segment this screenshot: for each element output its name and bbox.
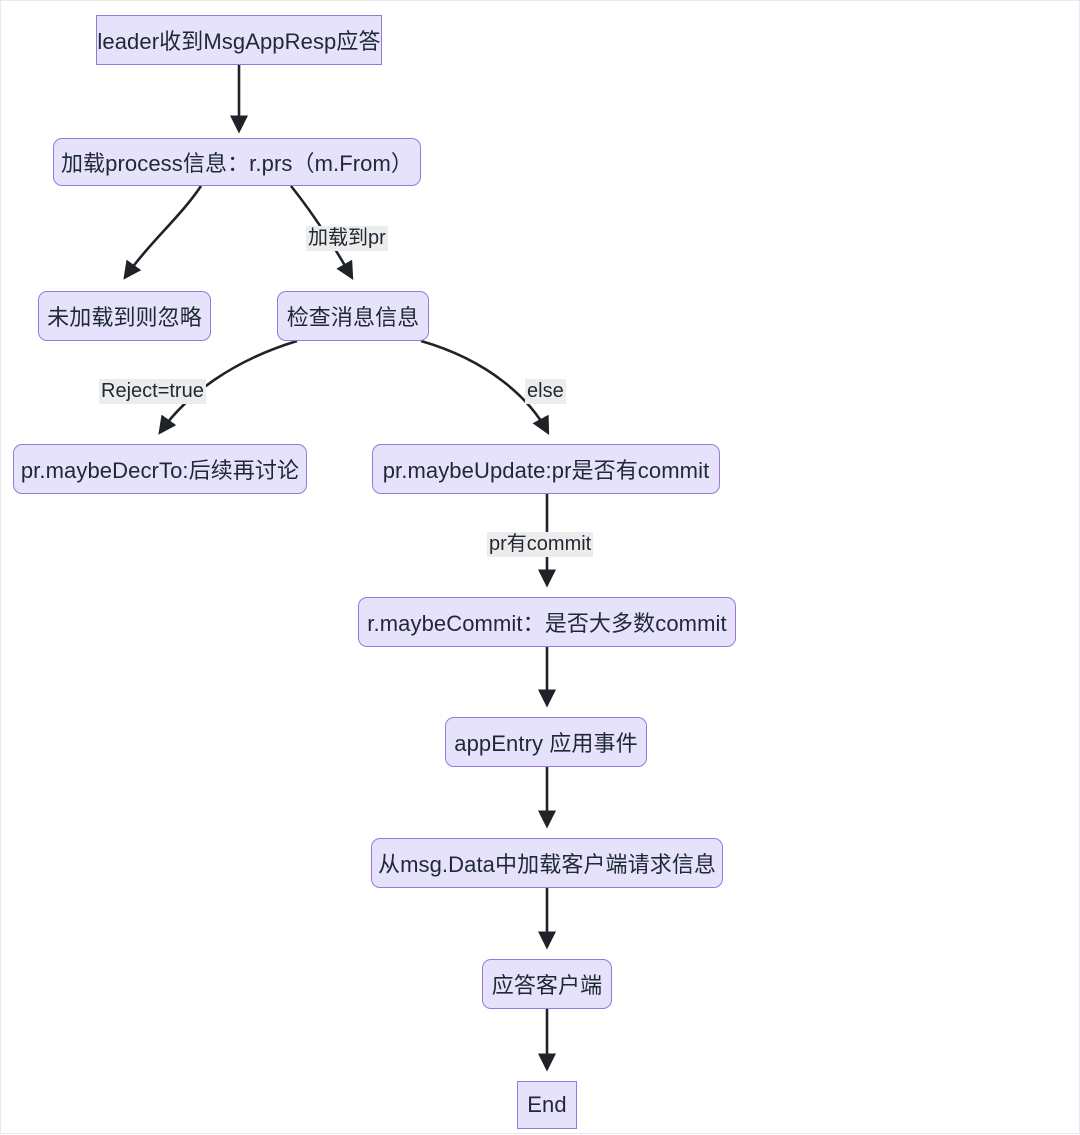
node-label: appEntry 应用事件: [454, 731, 638, 756]
edge-label-n4-to-n5: Reject=true: [99, 379, 206, 404]
node-label: 未加载到则忽略: [47, 305, 202, 330]
flowchart-node-n4[interactable]: 检查消息信息: [277, 291, 429, 341]
node-label: 检查消息信息: [286, 305, 420, 330]
node-label: pr.maybeUpdate:pr是否有commit: [382, 458, 710, 483]
node-label: End: [527, 1092, 567, 1117]
flowchart-node-n1[interactable]: leader收到MsgAppResp应答: [96, 15, 382, 65]
edge-label-n6-to-n7: pr有commit: [487, 532, 594, 557]
flowchart-node-n11[interactable]: End: [517, 1081, 577, 1129]
edge-path-group: [123, 65, 557, 1072]
flowchart-node-n7[interactable]: r.maybeCommit：是否大多数commit: [358, 597, 736, 647]
node-label: pr.maybeDecrTo:后续再讨论: [20, 458, 300, 483]
node-label: r.maybeCommit：是否大多数commit: [367, 611, 727, 636]
flowchart-node-n9[interactable]: 从msg.Data中加载客户端请求信息: [371, 838, 723, 888]
flowchart-node-n10[interactable]: 应答客户端: [482, 959, 612, 1009]
node-label: 加载process信息：r.prs（m.From）: [60, 151, 414, 176]
edge-label-n4-to-n6: else: [525, 379, 566, 404]
node-label: leader收到MsgAppResp应答: [97, 29, 381, 54]
edge-n2-to-n3: [123, 185, 203, 280]
node-label: 从msg.Data中加载客户端请求信息: [377, 852, 717, 877]
flowchart-node-n8[interactable]: appEntry 应用事件: [445, 717, 647, 767]
flowchart-node-n6[interactable]: pr.maybeUpdate:pr是否有commit: [372, 444, 720, 494]
flowchart-node-n5[interactable]: pr.maybeDecrTo:后续再讨论: [13, 444, 307, 494]
flowchart-node-n2[interactable]: 加载process信息：r.prs（m.From）: [53, 138, 421, 186]
flowchart-node-n3[interactable]: 未加载到则忽略: [38, 291, 211, 341]
node-label: 应答客户端: [491, 973, 603, 998]
edge-label-n2-to-n4: 加载到pr: [306, 226, 388, 251]
